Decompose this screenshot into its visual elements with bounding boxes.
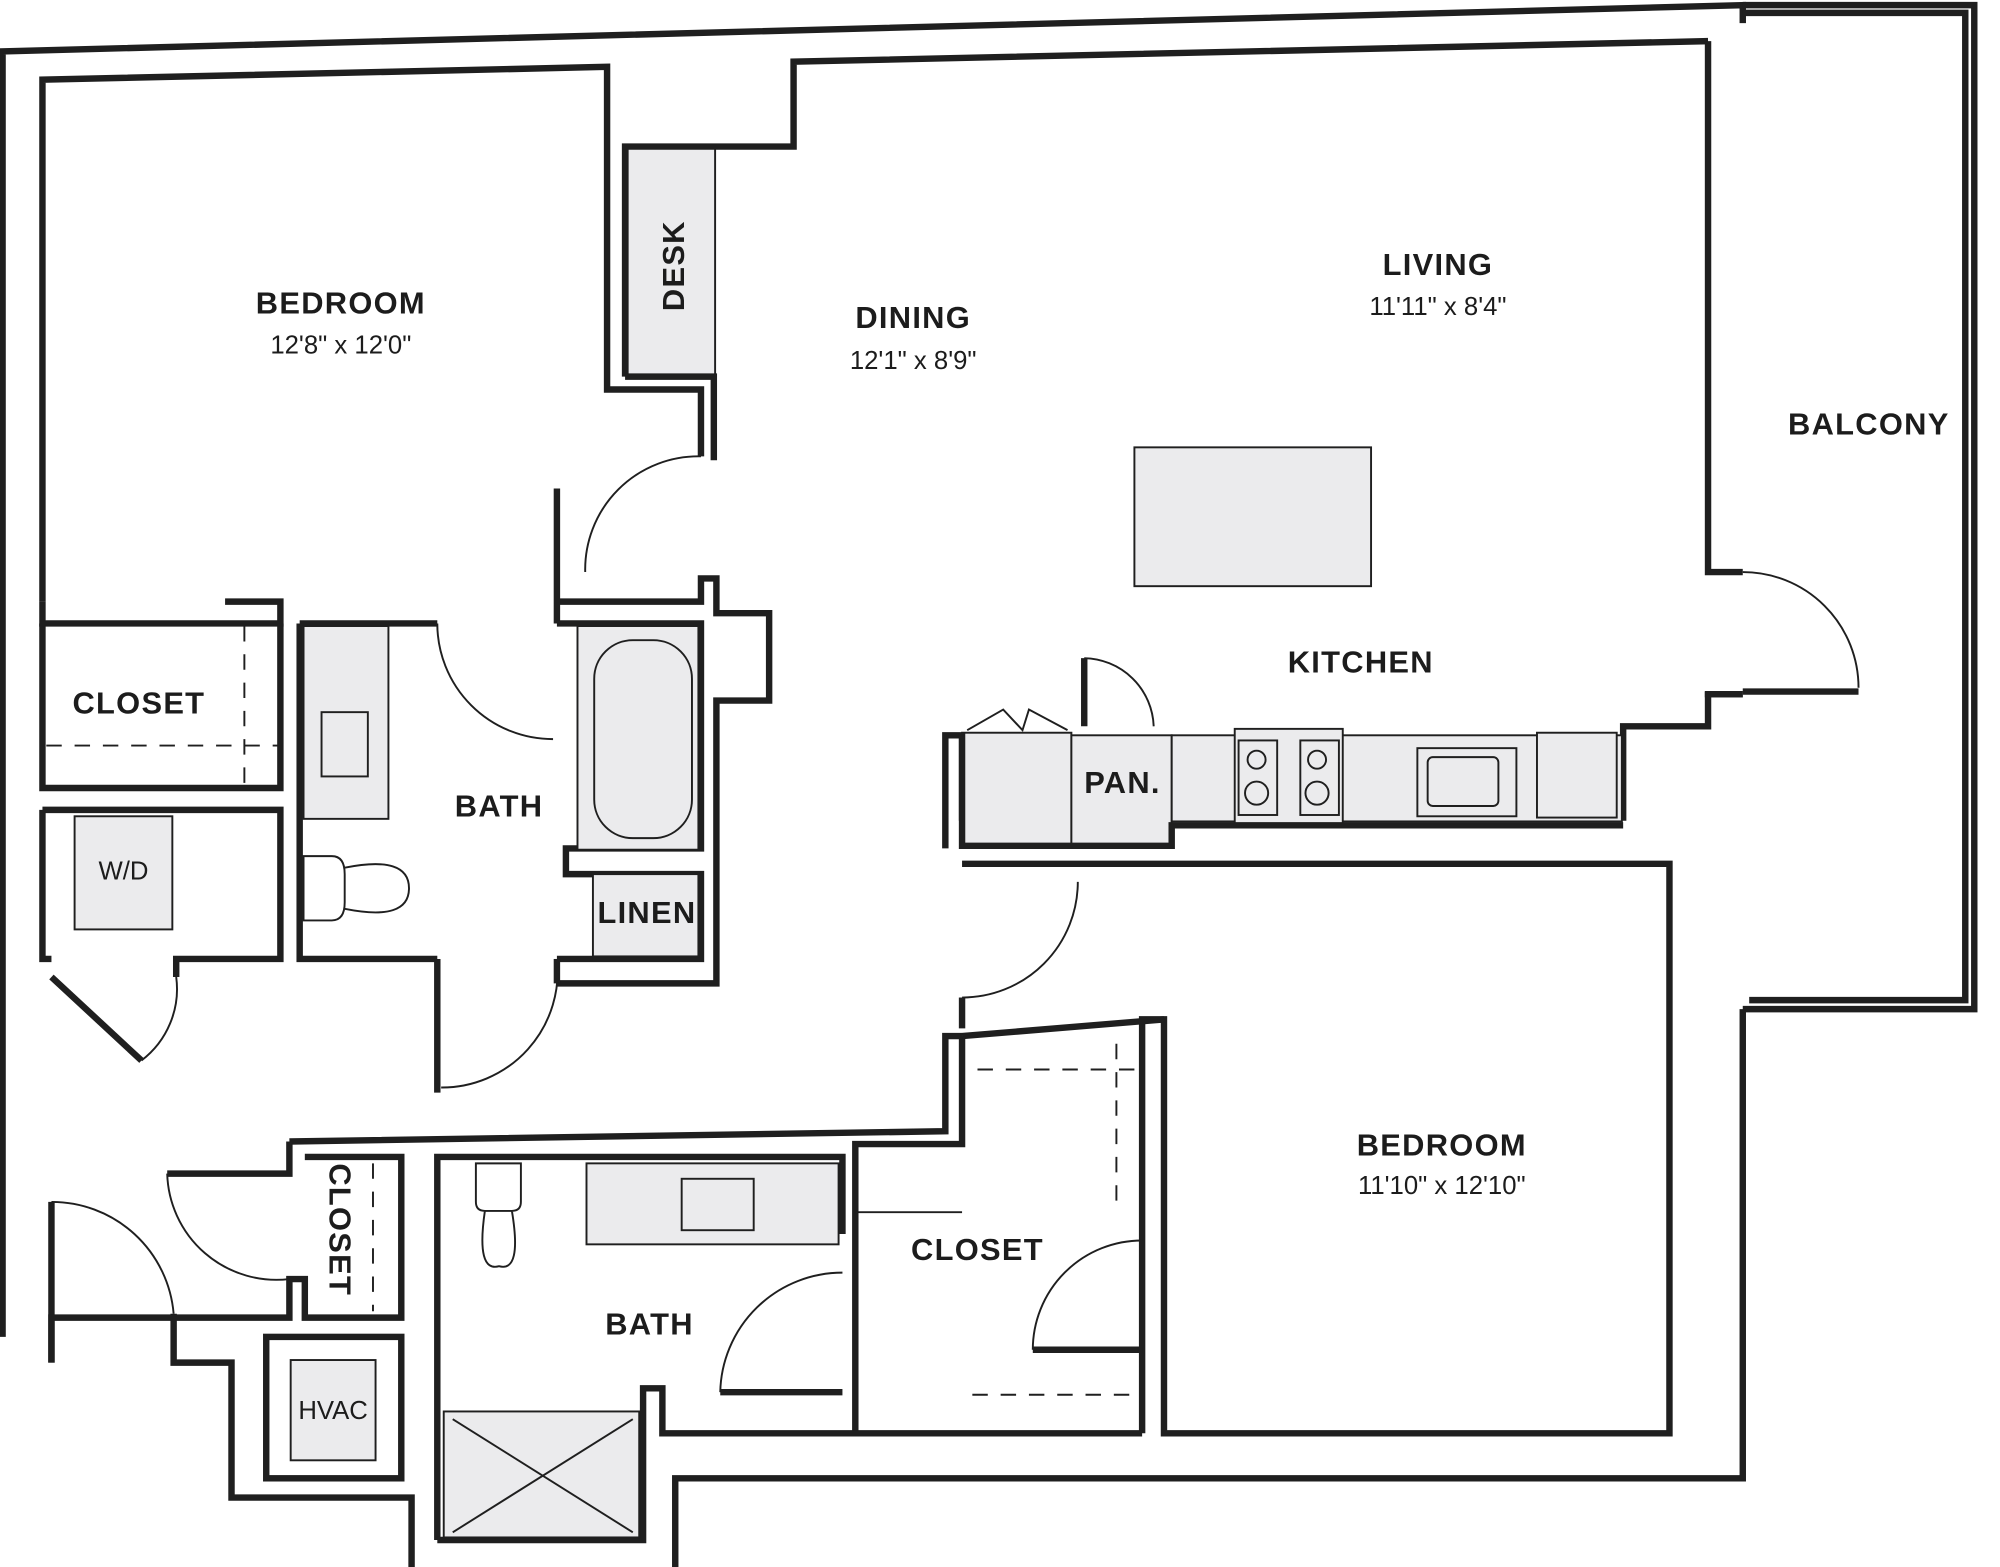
- closet-wd-walls: [39, 623, 284, 1063]
- dining-label: DINING: [855, 300, 971, 335]
- hall-door-swing: [962, 881, 1079, 999]
- balcony-label: BALCONY: [1788, 406, 1950, 441]
- bedroom-2-label: BEDROOM: [1357, 1128, 1527, 1163]
- kitchen-label: KITCHEN: [1288, 644, 1434, 679]
- hvac-unit: [289, 1359, 377, 1462]
- toilet-1: [302, 855, 410, 922]
- bedroom-1-label: BEDROOM: [256, 286, 426, 321]
- closet-2-label: CLOSET: [911, 1232, 1044, 1267]
- closet-3-hvac-walls: [48, 1141, 405, 1482]
- kitchen-counters: [958, 708, 1624, 850]
- vanity-2: [585, 1162, 840, 1246]
- washer-dryer: [73, 815, 174, 931]
- bathtub: [576, 625, 700, 851]
- living-east-wall: [1704, 41, 1743, 576]
- pantry-label: PAN.: [1084, 765, 1161, 800]
- entry-door-swing: [51, 1200, 175, 1314]
- dining-dims: 12'1" x 8'9": [850, 347, 977, 375]
- living-dims: 11'11" x 8'4": [1369, 293, 1506, 321]
- balcony-door-swing: [1742, 571, 1860, 688]
- linen-closet: [591, 873, 700, 958]
- living-label: LIVING: [1383, 247, 1494, 282]
- linen-label: LINEN: [597, 895, 696, 930]
- bedroom-1-dims: 12'8" x 12'0": [270, 332, 411, 360]
- bedroom-2-dims: 11'10" x 12'10": [1358, 1172, 1526, 1200]
- closet-3-label: CLOSET: [322, 1163, 357, 1296]
- bath-2-label: BATH: [605, 1306, 694, 1341]
- wd-label: W/D: [98, 857, 148, 885]
- dining-door-swing: [584, 455, 701, 573]
- closet-2-walls: [852, 1016, 1165, 1437]
- toilet-2: [474, 1162, 522, 1268]
- hvac-label: HVAC: [298, 1397, 368, 1425]
- bath-1-label: BATH: [455, 788, 544, 823]
- closet-1-label: CLOSET: [72, 685, 205, 720]
- vanity-1: [302, 625, 390, 820]
- desk-label: DESK: [656, 220, 691, 311]
- kitchen-island: [1133, 446, 1373, 588]
- bath-2-walls: [289, 1032, 963, 1544]
